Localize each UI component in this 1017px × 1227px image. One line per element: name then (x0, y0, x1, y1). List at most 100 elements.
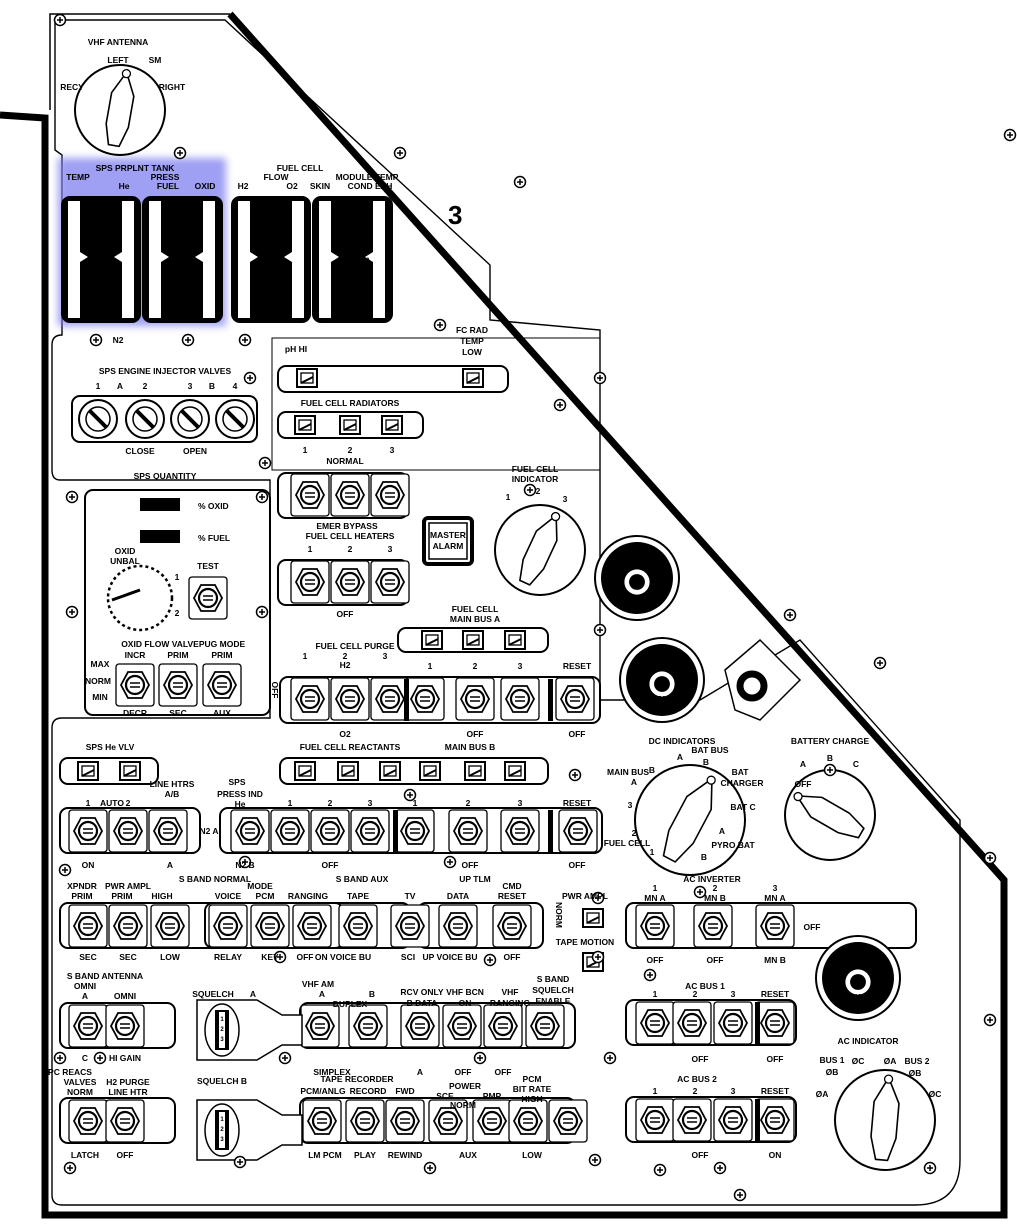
toggle-switch[interactable] (290, 560, 330, 604)
toggle-switch[interactable] (330, 677, 370, 721)
toggle-switch[interactable] (713, 1098, 753, 1142)
toggle-switch[interactable] (158, 663, 198, 707)
toggle-switch[interactable] (300, 1004, 340, 1048)
toggle-switch[interactable] (483, 1004, 523, 1048)
toggle-switch[interactable] (385, 1099, 425, 1143)
label-r4-on: ON (82, 860, 95, 870)
toggle-switch[interactable] (370, 677, 410, 721)
label-latch: LATCH (71, 1150, 99, 1160)
toggle-switch[interactable] (500, 809, 540, 853)
toggle-switch[interactable] (150, 904, 190, 948)
toggle-switch[interactable] (188, 576, 228, 620)
toggle-switch[interactable] (428, 1099, 468, 1143)
ac-indicator-selector[interactable] (834, 1069, 936, 1171)
label-tr-low: LOW (522, 1150, 543, 1160)
dial-scale-label: 100 (828, 966, 839, 972)
vhf-antenna-selector[interactable] (74, 64, 166, 156)
toggle-switch[interactable] (370, 473, 410, 517)
toggle-switch[interactable] (270, 809, 310, 853)
toggle-switch[interactable] (400, 1004, 440, 1048)
toggle-switch[interactable] (635, 904, 675, 948)
toggle-switch[interactable] (672, 1098, 712, 1142)
panel-label: VOLTS (654, 703, 671, 709)
toggle-switch[interactable] (115, 663, 155, 707)
toggle-switch[interactable] (755, 1098, 795, 1142)
label-dc-ind: DC INDICATORS (649, 736, 716, 746)
toggle-switch[interactable] (208, 904, 248, 948)
meter-scale-label: 20 (87, 214, 94, 220)
label-aci-mna2: MN A (764, 893, 785, 903)
toggle-switch[interactable] (558, 809, 598, 853)
toggle-switch[interactable] (345, 1099, 385, 1143)
injector-valve-indicator (170, 399, 210, 439)
label-fci-n1: 1 (506, 492, 511, 502)
toggle-switch[interactable] (395, 809, 435, 853)
toggle-switch[interactable] (330, 473, 370, 517)
toggle-switch[interactable] (290, 677, 330, 721)
toggle-switch[interactable] (330, 560, 370, 604)
label-sb-low: LOW (160, 952, 181, 962)
toggle-switch[interactable] (292, 904, 332, 948)
label-fc-reactants: FUEL CELL REACTANTS (300, 742, 401, 752)
label-master-2: ALARM (433, 541, 464, 551)
toggle-switch[interactable] (350, 809, 390, 853)
toggle-switch[interactable] (635, 1098, 675, 1142)
toggle-switch[interactable] (338, 904, 378, 948)
toggle-switch[interactable] (448, 809, 488, 853)
toggle-switch[interactable] (672, 1001, 712, 1045)
toggle-switch[interactable] (202, 663, 242, 707)
toggle-switch[interactable] (500, 677, 540, 721)
toggle-switch[interactable] (693, 904, 733, 948)
toggle-switch[interactable] (405, 677, 445, 721)
toggle-switch[interactable] (250, 904, 290, 948)
toggle-switch[interactable] (713, 1001, 753, 1045)
thumbwheel-digit: 1 (220, 1017, 224, 1023)
toggle-switch[interactable] (755, 1001, 795, 1045)
toggle-switch[interactable] (438, 904, 478, 948)
toggle-switch[interactable] (455, 677, 495, 721)
meter-pointer (114, 252, 122, 262)
toggle-switch[interactable] (442, 1004, 482, 1048)
label-acb1-3: 3 (731, 989, 736, 999)
toggle-switch[interactable] (508, 1099, 548, 1143)
toggle-switch[interactable] (105, 1004, 145, 1048)
toggle-switch[interactable] (755, 904, 795, 948)
toggle-switch[interactable] (108, 809, 148, 853)
meter-frame (61, 196, 141, 323)
toggle-switch[interactable] (370, 560, 410, 604)
toggle-switch[interactable] (525, 1004, 565, 1048)
toggle-switch[interactable] (555, 677, 595, 721)
label-fuel-pct: % FUEL (198, 533, 230, 543)
master-alarm-button[interactable] (422, 516, 474, 566)
label-temp: TEMP (66, 172, 90, 182)
toggle-switch[interactable] (548, 1099, 588, 1143)
label-fci-n2: 2 (536, 486, 541, 496)
toggle-switch[interactable] (148, 809, 188, 853)
toggle-switch[interactable] (230, 809, 270, 853)
fuel-cell-indicator-selector[interactable] (494, 504, 586, 596)
toggle-switch[interactable] (68, 1099, 108, 1143)
toggle-switch[interactable] (68, 809, 108, 853)
toggle-switch[interactable] (68, 904, 108, 948)
meter-pointer (250, 252, 258, 262)
toggle-switch[interactable] (68, 1004, 108, 1048)
label-pwr-ampl: PWR AMPL (105, 881, 151, 891)
toggle-switch[interactable] (472, 1099, 512, 1143)
toggle-switch[interactable] (310, 809, 350, 853)
label-acb2-2: 2 (693, 1086, 698, 1096)
label-r4-off2: OFF (462, 860, 479, 870)
toggle-switch[interactable] (635, 1001, 675, 1045)
toggle-switch[interactable] (302, 1099, 342, 1143)
toggle-switch[interactable] (108, 904, 148, 948)
screw-icon (65, 605, 79, 619)
squelch-b-thumbwheel[interactable]: 123 (196, 1099, 303, 1161)
label-sb-off2: OFF (504, 952, 521, 962)
dc-indicators-selector[interactable] (634, 764, 746, 876)
toggle-switch[interactable] (105, 1099, 145, 1143)
battery-charge-selector[interactable] (784, 769, 876, 861)
toggle-switch[interactable] (390, 904, 430, 948)
toggle-switch[interactable] (492, 904, 532, 948)
toggle-switch[interactable] (290, 473, 330, 517)
toggle-switch[interactable] (348, 1004, 388, 1048)
squelch-a-thumbwheel[interactable]: 123 (196, 999, 303, 1061)
